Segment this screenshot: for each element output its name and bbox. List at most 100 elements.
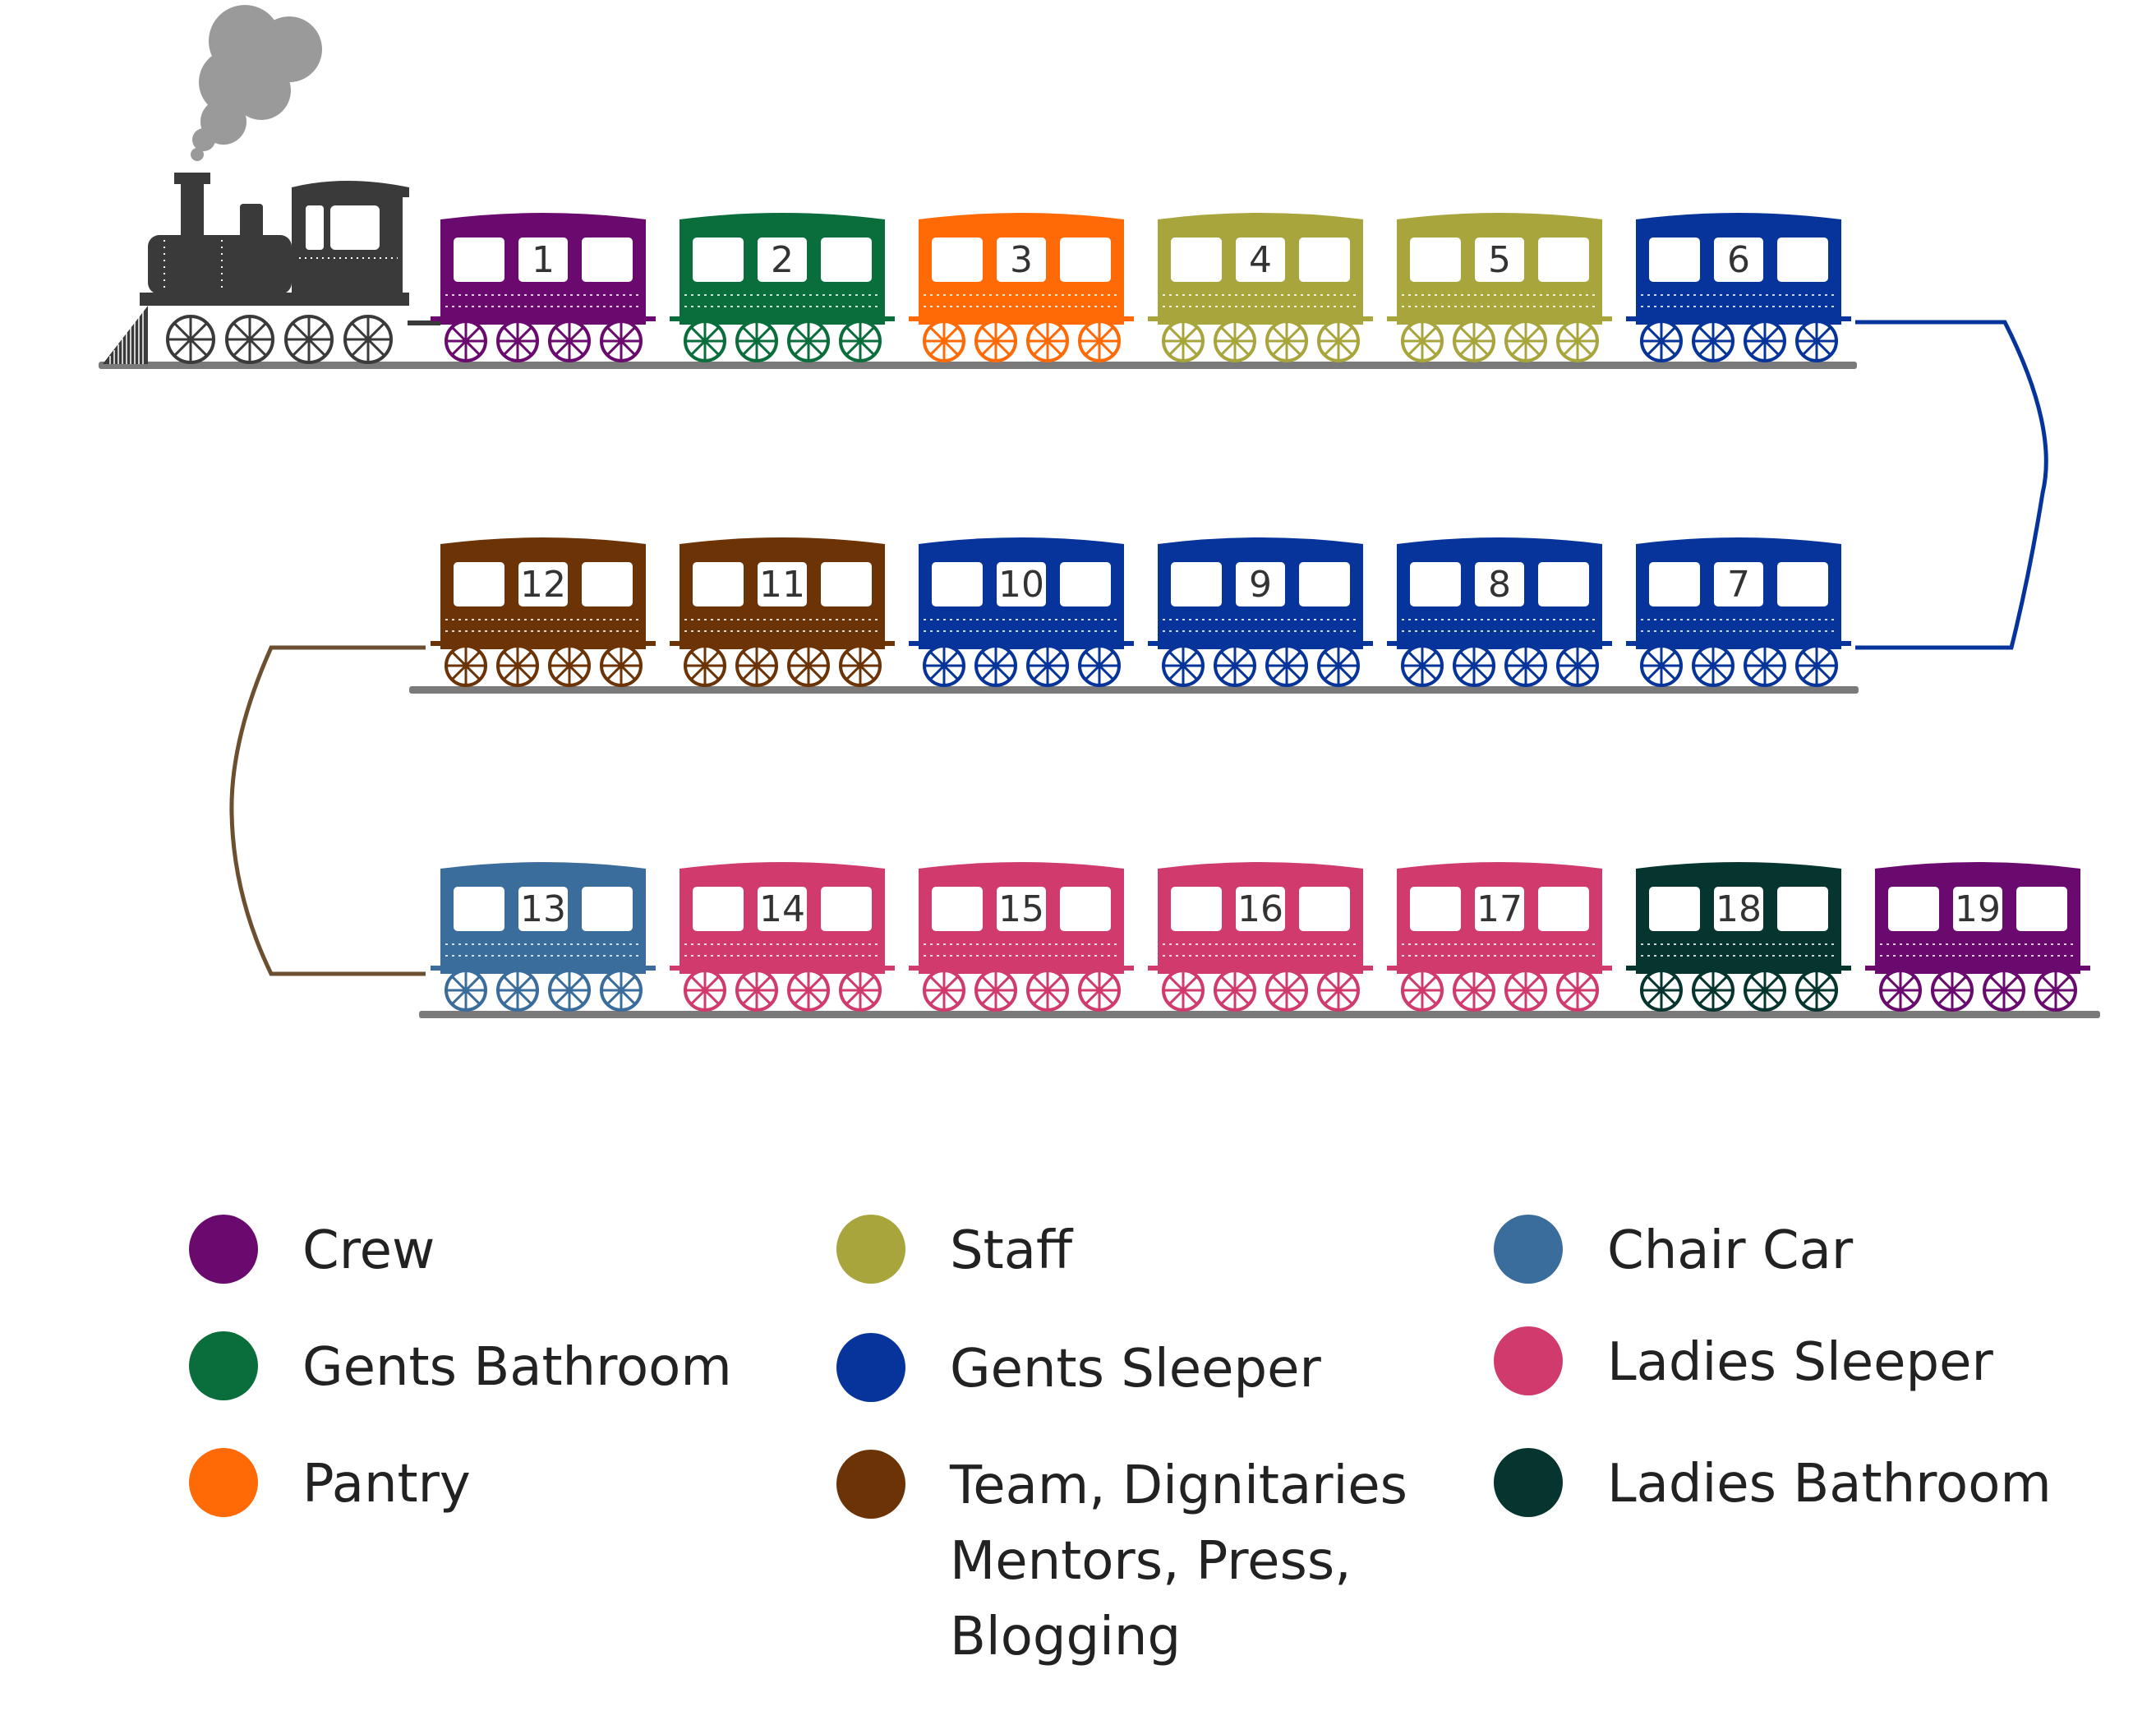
coach-wheel xyxy=(496,320,539,362)
engine-wheel xyxy=(166,315,215,364)
coach-number: 2 xyxy=(771,239,794,281)
coach-wheel xyxy=(1744,320,1786,362)
coach-wheel xyxy=(1556,320,1599,362)
coach-number: 7 xyxy=(1727,564,1750,606)
coach-roof xyxy=(1397,537,1602,551)
coach-number: 13 xyxy=(520,888,566,930)
coach-wheel xyxy=(1317,969,1360,1012)
coach-window-right xyxy=(821,562,872,606)
coach-window-right xyxy=(1777,887,1828,931)
coach-window-right xyxy=(1777,238,1828,282)
coach-number-plate xyxy=(1475,562,1524,606)
coach-number-plate xyxy=(1236,562,1285,606)
legend-swatch-ladies-sleeper xyxy=(1494,1326,1563,1395)
coach-wheel xyxy=(1504,969,1547,1012)
coach-window-right xyxy=(1538,238,1589,282)
coach-coupling-left xyxy=(1148,316,1159,321)
coach-7: 7 xyxy=(1626,537,1851,687)
coach-roof xyxy=(440,213,646,226)
coach-roof xyxy=(1158,537,1363,551)
coach-window-right xyxy=(1060,562,1111,606)
coach-number-plate xyxy=(1714,238,1763,282)
engine-frame xyxy=(140,293,409,306)
coach-2: 2 xyxy=(670,213,895,362)
coach-wheel xyxy=(1983,969,2025,1012)
engine-wheel xyxy=(343,315,393,364)
coach-13: 13 xyxy=(431,862,656,1012)
coach-coupling-right xyxy=(644,966,656,971)
coach-coupling-left xyxy=(909,316,920,321)
coach-window-left xyxy=(454,887,504,931)
coach-coupling-right xyxy=(883,316,895,321)
coach-wheel xyxy=(548,644,591,687)
coach-window-left xyxy=(932,562,983,606)
coach-coupling-left xyxy=(1387,966,1398,971)
coach-coupling-left xyxy=(1626,966,1638,971)
track-connectors xyxy=(229,320,2048,976)
coach-coupling-right xyxy=(2079,966,2090,971)
coach-wheel xyxy=(1744,969,1786,1012)
coach-wheel xyxy=(1026,969,1069,1012)
engine-dome xyxy=(240,204,263,238)
legend-swatch-gents-bathroom xyxy=(189,1331,258,1400)
coach-wheel xyxy=(496,969,539,1012)
coach-9: 9 xyxy=(1148,537,1373,687)
coach-window-right xyxy=(1299,238,1350,282)
coach-coupling-right xyxy=(1840,316,1851,321)
coach-number: 12 xyxy=(520,564,566,606)
coach-roof xyxy=(440,862,646,875)
coach-wheel xyxy=(787,644,830,687)
coach-coupling-right xyxy=(1122,966,1134,971)
coach-window-left xyxy=(693,562,744,606)
coach-window-left xyxy=(1171,887,1222,931)
coach-window-left xyxy=(1888,887,1939,931)
legend-label: Pantry xyxy=(302,1454,471,1515)
locomotive-engine xyxy=(103,5,440,364)
coach-wheel xyxy=(1640,320,1683,362)
coach-18: 18 xyxy=(1626,862,1851,1012)
coach-number-plate xyxy=(1475,238,1524,282)
coach-window-left xyxy=(932,887,983,931)
coach-window-left xyxy=(1649,238,1700,282)
coach-wheel xyxy=(1265,320,1308,362)
coach-number: 14 xyxy=(759,888,805,930)
legend-swatch-gents-sleeper xyxy=(836,1333,905,1402)
coach-11: 11 xyxy=(670,537,895,687)
coach-number-plate xyxy=(1236,238,1285,282)
coach-wheel xyxy=(1795,320,1838,362)
coach-wheel xyxy=(974,320,1017,362)
coach-number-plate xyxy=(1236,887,1285,931)
coach-wheel xyxy=(1453,320,1495,362)
coach-wheel xyxy=(923,320,965,362)
coach-wheel xyxy=(445,320,487,362)
coach-wheel xyxy=(1265,969,1308,1012)
coach-wheel xyxy=(1162,969,1205,1012)
coach-coupling-left xyxy=(431,641,442,646)
tracks xyxy=(99,362,2100,1018)
coach-wheel xyxy=(600,320,643,362)
coach-coupling-left xyxy=(1148,966,1159,971)
coach-window-right xyxy=(1538,887,1589,931)
coach-window-right xyxy=(821,887,872,931)
track-row-1 xyxy=(99,362,1857,369)
coach-window-left xyxy=(1649,887,1700,931)
coach-number-plate xyxy=(997,562,1046,606)
coach-window-right xyxy=(1060,238,1111,282)
coach-roof xyxy=(1158,213,1363,226)
coach-coupling-left xyxy=(670,966,681,971)
coach-number: 16 xyxy=(1237,888,1283,930)
coach-wheel xyxy=(1162,644,1205,687)
coach-wheel xyxy=(1162,320,1205,362)
coach-roof xyxy=(1397,213,1602,226)
coach-window-right xyxy=(1538,562,1589,606)
coach-wheel xyxy=(1078,320,1121,362)
coach-number-plate xyxy=(758,238,807,282)
legend-label: Team, Dignitaries Mentors, Press, Bloggi… xyxy=(950,1455,1407,1667)
smoke-puff xyxy=(192,128,215,151)
coach-coupling-right xyxy=(1601,641,1612,646)
coach-coupling-left xyxy=(1387,641,1398,646)
coach-wheel xyxy=(684,969,726,1012)
coach-number-plate xyxy=(758,887,807,931)
